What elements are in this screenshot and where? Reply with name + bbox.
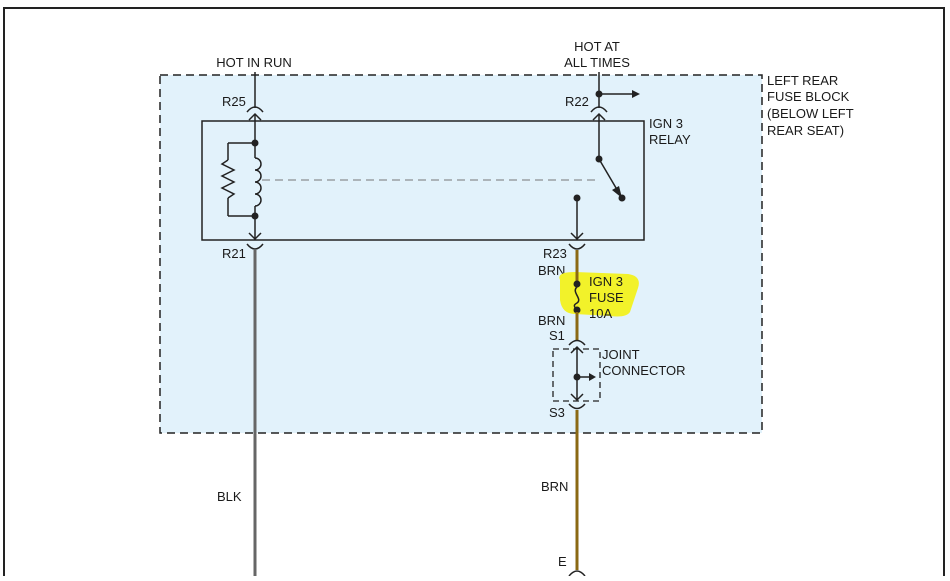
relay-switch-arm-icon xyxy=(598,158,620,194)
fuse-label-line1: IGN 3 xyxy=(589,274,623,289)
connector-s3-pin xyxy=(570,393,584,402)
wire-color-brn-bottom: BRN xyxy=(541,479,568,494)
hot-at-label-line2: ALL TIMES xyxy=(564,55,630,70)
connector-r21-pin xyxy=(248,232,262,241)
terminal-s1-label: S1 xyxy=(549,328,565,343)
connector-s3-housing xyxy=(568,403,586,410)
relay-label-line2: RELAY xyxy=(649,132,691,147)
hot-at-label-line1: HOT AT xyxy=(574,39,620,54)
joint-label-line1: JOINT xyxy=(602,347,640,362)
connector-r23-housing xyxy=(568,243,586,250)
joint-label-line2: CONNECTOR xyxy=(602,363,686,378)
fuse-bottom-terminal xyxy=(573,306,581,314)
connector-r23-pin xyxy=(570,232,584,241)
wire-color-brn-lower: BRN xyxy=(538,313,565,328)
terminal-s3-label: S3 xyxy=(549,405,565,420)
connector-e-housing xyxy=(568,570,586,577)
fuse-block-label-line2: FUSE BLOCK xyxy=(767,89,850,104)
switch-contact xyxy=(618,194,626,202)
fuse-block-label-line3: (BELOW LEFT xyxy=(767,106,854,121)
terminal-r22-label: R22 xyxy=(565,94,589,109)
connector-r25-housing xyxy=(246,106,264,113)
terminal-r25-label: R25 xyxy=(222,94,246,109)
fuse-block-label-line1: LEFT REAR xyxy=(767,73,838,88)
wire-color-blk: BLK xyxy=(217,489,242,504)
arrow-right-icon xyxy=(632,90,640,98)
fuse-block-label-line4: REAR SEAT) xyxy=(767,123,844,138)
joint-arrow-right-icon xyxy=(589,373,596,381)
terminal-e-label: E xyxy=(558,554,567,569)
outer-frame xyxy=(3,7,945,581)
fuse-label-line2: FUSE xyxy=(589,290,624,305)
terminal-r23-label: R23 xyxy=(543,246,567,261)
relay-coil-icon xyxy=(254,157,262,207)
fuse-label-line3: 10A xyxy=(589,306,612,321)
wire-color-brn-upper: BRN xyxy=(538,263,565,278)
connector-r22-housing xyxy=(590,106,608,113)
connector-r21-housing xyxy=(246,243,264,250)
connector-s1-housing xyxy=(568,339,586,346)
relay-resistor-icon xyxy=(220,159,236,199)
terminal-r21-label: R21 xyxy=(222,246,246,261)
relay-label-line1: IGN 3 xyxy=(649,116,683,131)
fuse-top-terminal xyxy=(573,280,581,288)
switch-arrow-icon xyxy=(612,186,622,198)
hot-in-run-label: HOT IN RUN xyxy=(216,55,292,70)
